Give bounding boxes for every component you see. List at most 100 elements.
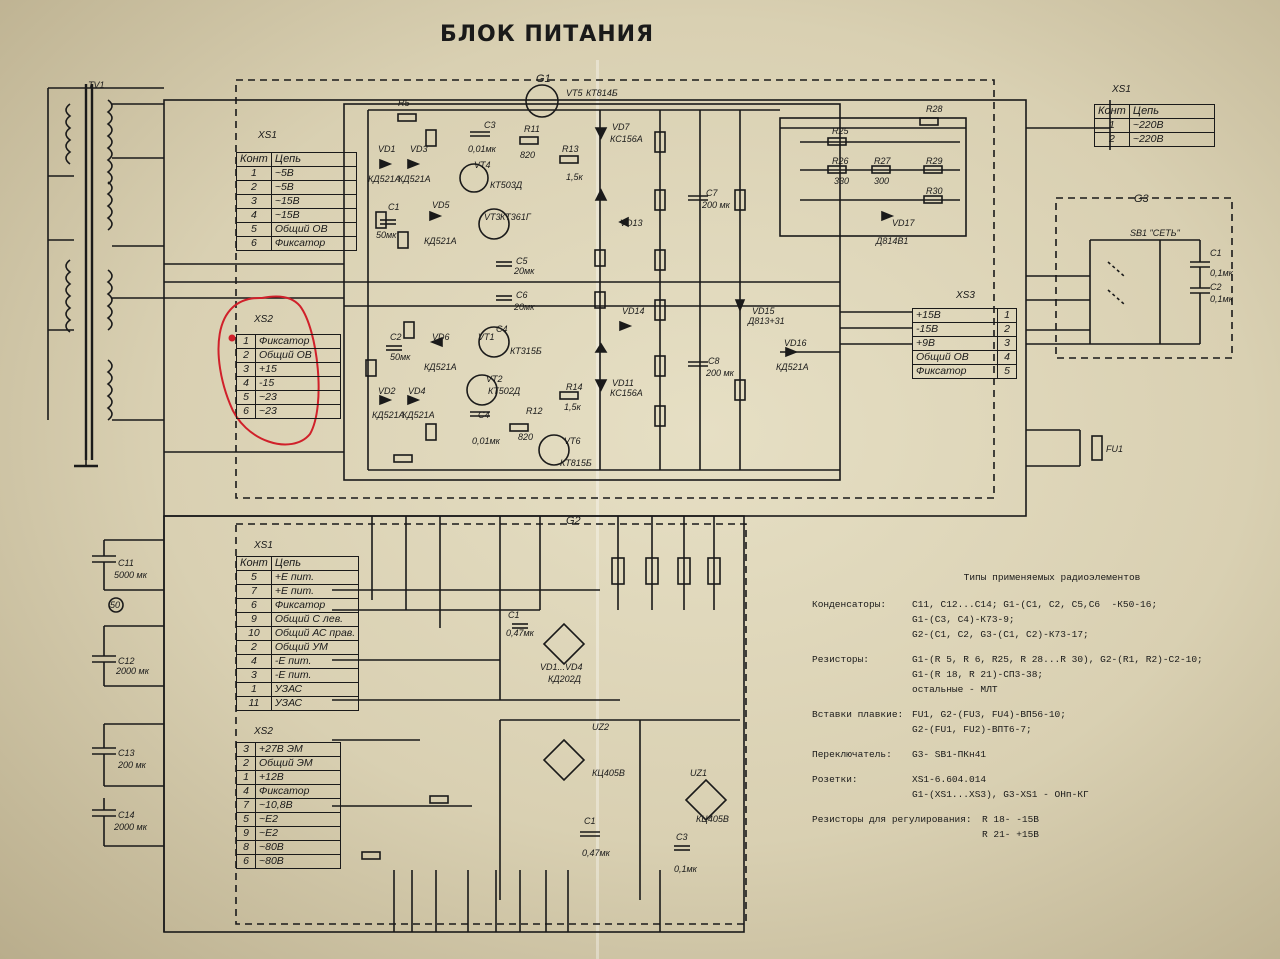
- label-r-c2v: 0,1мк: [1210, 294, 1234, 304]
- xs2-bottom-cell: 4: [236, 784, 256, 799]
- label-vt2: VT2: [486, 374, 503, 384]
- label-r-c1: C1: [1210, 248, 1222, 258]
- xs2-cell: -15: [255, 376, 341, 391]
- label-vd15-type: Д813+31: [747, 316, 785, 326]
- label-r11v: 820: [520, 150, 535, 160]
- xs2-cell: Общий ОВ: [255, 348, 341, 363]
- xs1-bottom-cell: 1: [236, 682, 272, 697]
- xs3-cell: +15В: [912, 308, 998, 323]
- xs1-bottom-cell: Фиксатор: [270, 598, 360, 613]
- xs3-cell: 1: [997, 308, 1017, 323]
- xs1-top-cell: ~5В: [270, 166, 357, 181]
- label-vd-type-3: КД521А: [424, 236, 457, 246]
- label-uz1: UZ1: [690, 768, 707, 778]
- xs3-cell: 3: [997, 336, 1017, 351]
- xs2-bottom-cell: ~Е2: [255, 826, 341, 841]
- g1-board: [343, 103, 841, 481]
- xs1-bottom-cell: Общий АС прав.: [270, 626, 360, 641]
- xs2-bottom-cell: 9: [236, 826, 256, 841]
- notes-row: остальные - МЛТ: [912, 684, 998, 695]
- xs2-bottom-cell: 1: [236, 770, 256, 785]
- xs2-cell: 5: [236, 390, 256, 405]
- xs3-cell: Фиксатор: [912, 364, 998, 379]
- xs1-right-head-num: Конт: [1094, 104, 1130, 119]
- label-vd17: VD17: [892, 218, 916, 228]
- label-r27v: 300: [874, 176, 889, 186]
- label-g2: G2: [566, 515, 581, 527]
- label-vt3-type: КТ361Г: [500, 212, 532, 222]
- label-r-c2: C2: [1210, 282, 1222, 292]
- xs1-bottom-head-label: Цепь: [270, 556, 360, 571]
- page-title: БЛОК ПИТАНИЯ: [440, 22, 655, 47]
- label-g3: G3: [1134, 193, 1150, 205]
- xs2-cell: 4: [236, 376, 256, 391]
- xs1-top-cell: ~15В: [270, 194, 357, 209]
- xs3-cell: 2: [997, 322, 1017, 337]
- xs1-bottom-cell: 6: [236, 598, 272, 613]
- label-c3v: 0,01мк: [468, 144, 497, 154]
- xs1-bottom-cell: +Е пит.: [270, 570, 360, 585]
- g1-components: [365, 84, 966, 471]
- regulator-block: [779, 117, 967, 237]
- xs2-cell: ~23: [255, 404, 341, 419]
- notes-row: Конденсаторы:С11, С12...С14; G1-(С1, С2,…: [812, 599, 1158, 610]
- label-r26v: 330: [834, 176, 849, 186]
- label-c7v: 200 мк: [701, 200, 731, 210]
- xs1-top-cell: 2: [236, 180, 272, 195]
- label-g2-c3v: 0,1мк: [674, 864, 698, 874]
- xs1-top-cell: Фиксатор: [270, 236, 357, 251]
- red-marker-dot: [228, 334, 236, 342]
- label-vd1-4: VD1...VD4: [540, 662, 583, 672]
- label-r29: R29: [926, 156, 943, 166]
- xs1-top-cell: Общий ОВ: [270, 222, 357, 237]
- label-vd-type-6: КД521А: [402, 410, 435, 420]
- label-vd-type-2: КД521А: [398, 174, 431, 184]
- label-g2-c3: C3: [676, 832, 688, 842]
- g2-components: [332, 516, 740, 932]
- notes-row: G1-(R 18, R 21)-СП3-38;: [912, 669, 1044, 680]
- label-c4v: 0,01мк: [472, 436, 501, 446]
- label-c12v: 2000 мк: [115, 666, 150, 676]
- label-vt6: VT6: [564, 436, 581, 446]
- xs2-cell: 3: [236, 362, 256, 377]
- label-r26: R26: [832, 156, 849, 166]
- g1-frame-dashed: [235, 79, 995, 499]
- xs1-right-cell: ~220В: [1128, 132, 1215, 147]
- label-r25: R25: [832, 126, 850, 136]
- label-vd7-type: КС156А: [610, 134, 643, 144]
- xs2-bottom-cell: 3: [236, 742, 256, 757]
- notes-row: Резисторы:G1-(R 5, R 6, R25, R 28...R 30…: [812, 654, 1203, 665]
- label-g2-c1b: C1: [584, 816, 596, 826]
- xs1-right-head-label: Цепь: [1128, 104, 1215, 119]
- label-vd11: VD11: [612, 378, 634, 388]
- label-r28: R28: [926, 104, 943, 114]
- xs2-bottom-cell: ~80В: [255, 854, 341, 869]
- label-c13v: 200 мк: [117, 760, 147, 770]
- xs2-bottom-cell: +27В ЭМ: [255, 742, 341, 757]
- notes-row: G1-(XS1...XS3), G3-XS1 - ОНп-КГ: [912, 789, 1089, 800]
- notes-row: Переключатель:G3- SB1-ПКн41: [812, 749, 987, 760]
- xs3-cell: 4: [997, 350, 1017, 365]
- label-c6: C6: [516, 290, 528, 300]
- label-c8: C8: [708, 356, 720, 366]
- notes-row: G2-(FU1, FU2)-ВПТ6-7;: [912, 724, 1032, 735]
- label-vd5: VD5: [432, 200, 451, 210]
- xs1-bottom-cell: УЗАС: [270, 682, 360, 697]
- label-c14v: 2000 мк: [113, 822, 148, 832]
- label-g2-c1: C1: [508, 610, 520, 620]
- xs1-bottom-cell: 2: [236, 640, 272, 655]
- xs1-bottom-cell: УЗАС: [270, 696, 360, 711]
- xs2-bottom-cell: 2: [236, 756, 256, 771]
- label-r-c1v: 0,1мк: [1210, 268, 1234, 278]
- g3-components: [1089, 100, 1210, 461]
- xs2-cell: ~23: [255, 390, 341, 405]
- label-tv1: TV1: [88, 80, 105, 90]
- notes-row: Резисторы для регулирования:R 18- -15В: [812, 814, 1040, 825]
- component-types-notes: Типы применяемых радиоэлементов Конденса…: [812, 570, 1252, 842]
- notes-row: Вставки плавкие:FU1, G2-(FU3, FU4)-ВП56-…: [812, 709, 1066, 720]
- xs2-bottom-cell: +12В: [255, 770, 341, 785]
- label-vt5-type: КТ814Б: [586, 88, 618, 98]
- xs2-bottom-cell: ~80В: [255, 840, 341, 855]
- label-vd-type-5: КД521А: [372, 410, 405, 420]
